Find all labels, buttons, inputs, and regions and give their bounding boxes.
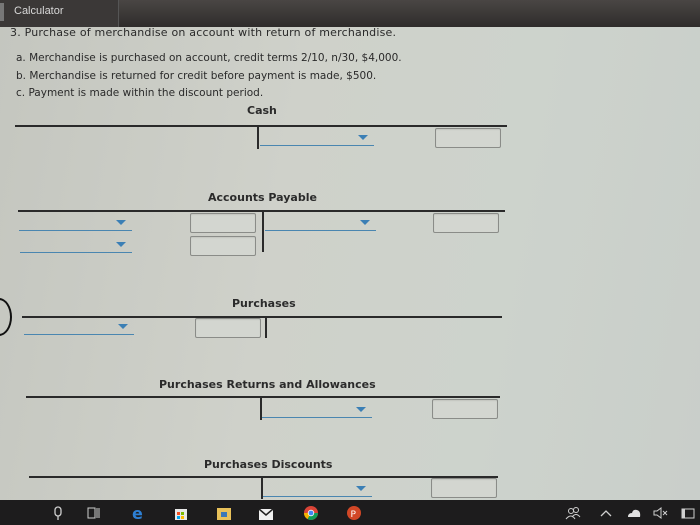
chevron-down-icon bbox=[356, 486, 366, 491]
question-title: 3. Purchase of merchandise on account wi… bbox=[10, 26, 397, 39]
chevron-down-icon bbox=[116, 242, 126, 247]
t-account-pra-divider bbox=[260, 396, 262, 420]
microphone-icon[interactable] bbox=[50, 505, 66, 521]
question-item-b: b. Merchandise is returned for credit be… bbox=[16, 69, 377, 82]
chrome-icon[interactable] bbox=[303, 505, 319, 521]
ap-credit-amount[interactable] bbox=[433, 213, 499, 233]
edge-icon[interactable]: e bbox=[131, 504, 147, 523]
t-account-cash-top bbox=[15, 125, 507, 127]
chevron-down-icon bbox=[358, 135, 368, 140]
question-item-a: a. Merchandise is purchased on account, … bbox=[16, 52, 402, 64]
volume-muted-icon[interactable] bbox=[652, 505, 668, 521]
t-account-ap-divider bbox=[262, 210, 264, 252]
screen: Calculator 3. Purchase of merchandise on… bbox=[0, 0, 700, 500]
file-explorer-icon[interactable] bbox=[216, 505, 232, 521]
ap-debit-amount-1[interactable] bbox=[190, 213, 256, 233]
pd-credit-dropdown[interactable] bbox=[263, 482, 372, 497]
ap-debit-dropdown-2[interactable] bbox=[20, 238, 132, 253]
window-title: Calculator bbox=[14, 5, 64, 17]
tab-edge bbox=[0, 3, 4, 21]
store-icon[interactable] bbox=[173, 505, 189, 521]
screen-bezel-edge bbox=[0, 298, 12, 336]
powerpoint-icon[interactable]: P bbox=[346, 505, 362, 521]
chevron-down-icon bbox=[360, 220, 370, 225]
account-title-purchases-discounts: Purchases Discounts bbox=[204, 458, 333, 471]
mail-icon[interactable] bbox=[258, 505, 274, 521]
window-title-bar: Calculator bbox=[0, 0, 700, 27]
t-account-pd-divider bbox=[261, 477, 263, 499]
pra-credit-amount[interactable] bbox=[432, 399, 498, 419]
chevron-down-icon bbox=[356, 407, 366, 412]
onedrive-icon[interactable] bbox=[626, 505, 642, 521]
account-title-cash: Cash bbox=[247, 104, 277, 117]
action-center-icon[interactable] bbox=[680, 505, 696, 521]
people-icon[interactable] bbox=[565, 505, 581, 521]
t-account-purchases-top bbox=[22, 316, 502, 318]
account-title-accounts-payable: Accounts Payable bbox=[208, 191, 317, 204]
purchases-debit-amount[interactable] bbox=[195, 318, 261, 338]
chevron-up-icon[interactable] bbox=[598, 505, 614, 521]
pra-credit-dropdown[interactable] bbox=[262, 403, 372, 418]
t-account-pra-top bbox=[26, 396, 500, 398]
account-title-purchases-returns: Purchases Returns and Allowances bbox=[159, 378, 376, 391]
pd-credit-amount[interactable] bbox=[431, 478, 497, 498]
cash-credit-dropdown[interactable] bbox=[260, 131, 374, 146]
ap-credit-dropdown[interactable] bbox=[265, 216, 376, 231]
svg-text:P: P bbox=[351, 510, 357, 520]
t-account-purchases-divider bbox=[265, 316, 267, 338]
cash-credit-amount[interactable] bbox=[435, 128, 501, 148]
purchases-debit-dropdown[interactable] bbox=[24, 320, 134, 335]
task-view-icon[interactable] bbox=[86, 505, 102, 521]
ap-debit-amount-2[interactable] bbox=[190, 236, 256, 256]
question-items: a. Merchandise is purchased on account, … bbox=[16, 50, 402, 103]
t-account-ap-top bbox=[18, 210, 505, 212]
question-item-c: c. Payment is made within the discount p… bbox=[16, 87, 264, 99]
account-title-purchases: Purchases bbox=[232, 297, 296, 310]
svg-text:e: e bbox=[132, 505, 143, 521]
t-account-pd-top bbox=[29, 476, 498, 478]
t-account-cash-divider bbox=[257, 125, 259, 149]
chevron-down-icon bbox=[116, 220, 126, 225]
chevron-down-icon bbox=[118, 324, 128, 329]
calculator-tab[interactable] bbox=[0, 0, 119, 27]
ap-debit-dropdown-1[interactable] bbox=[19, 216, 132, 231]
